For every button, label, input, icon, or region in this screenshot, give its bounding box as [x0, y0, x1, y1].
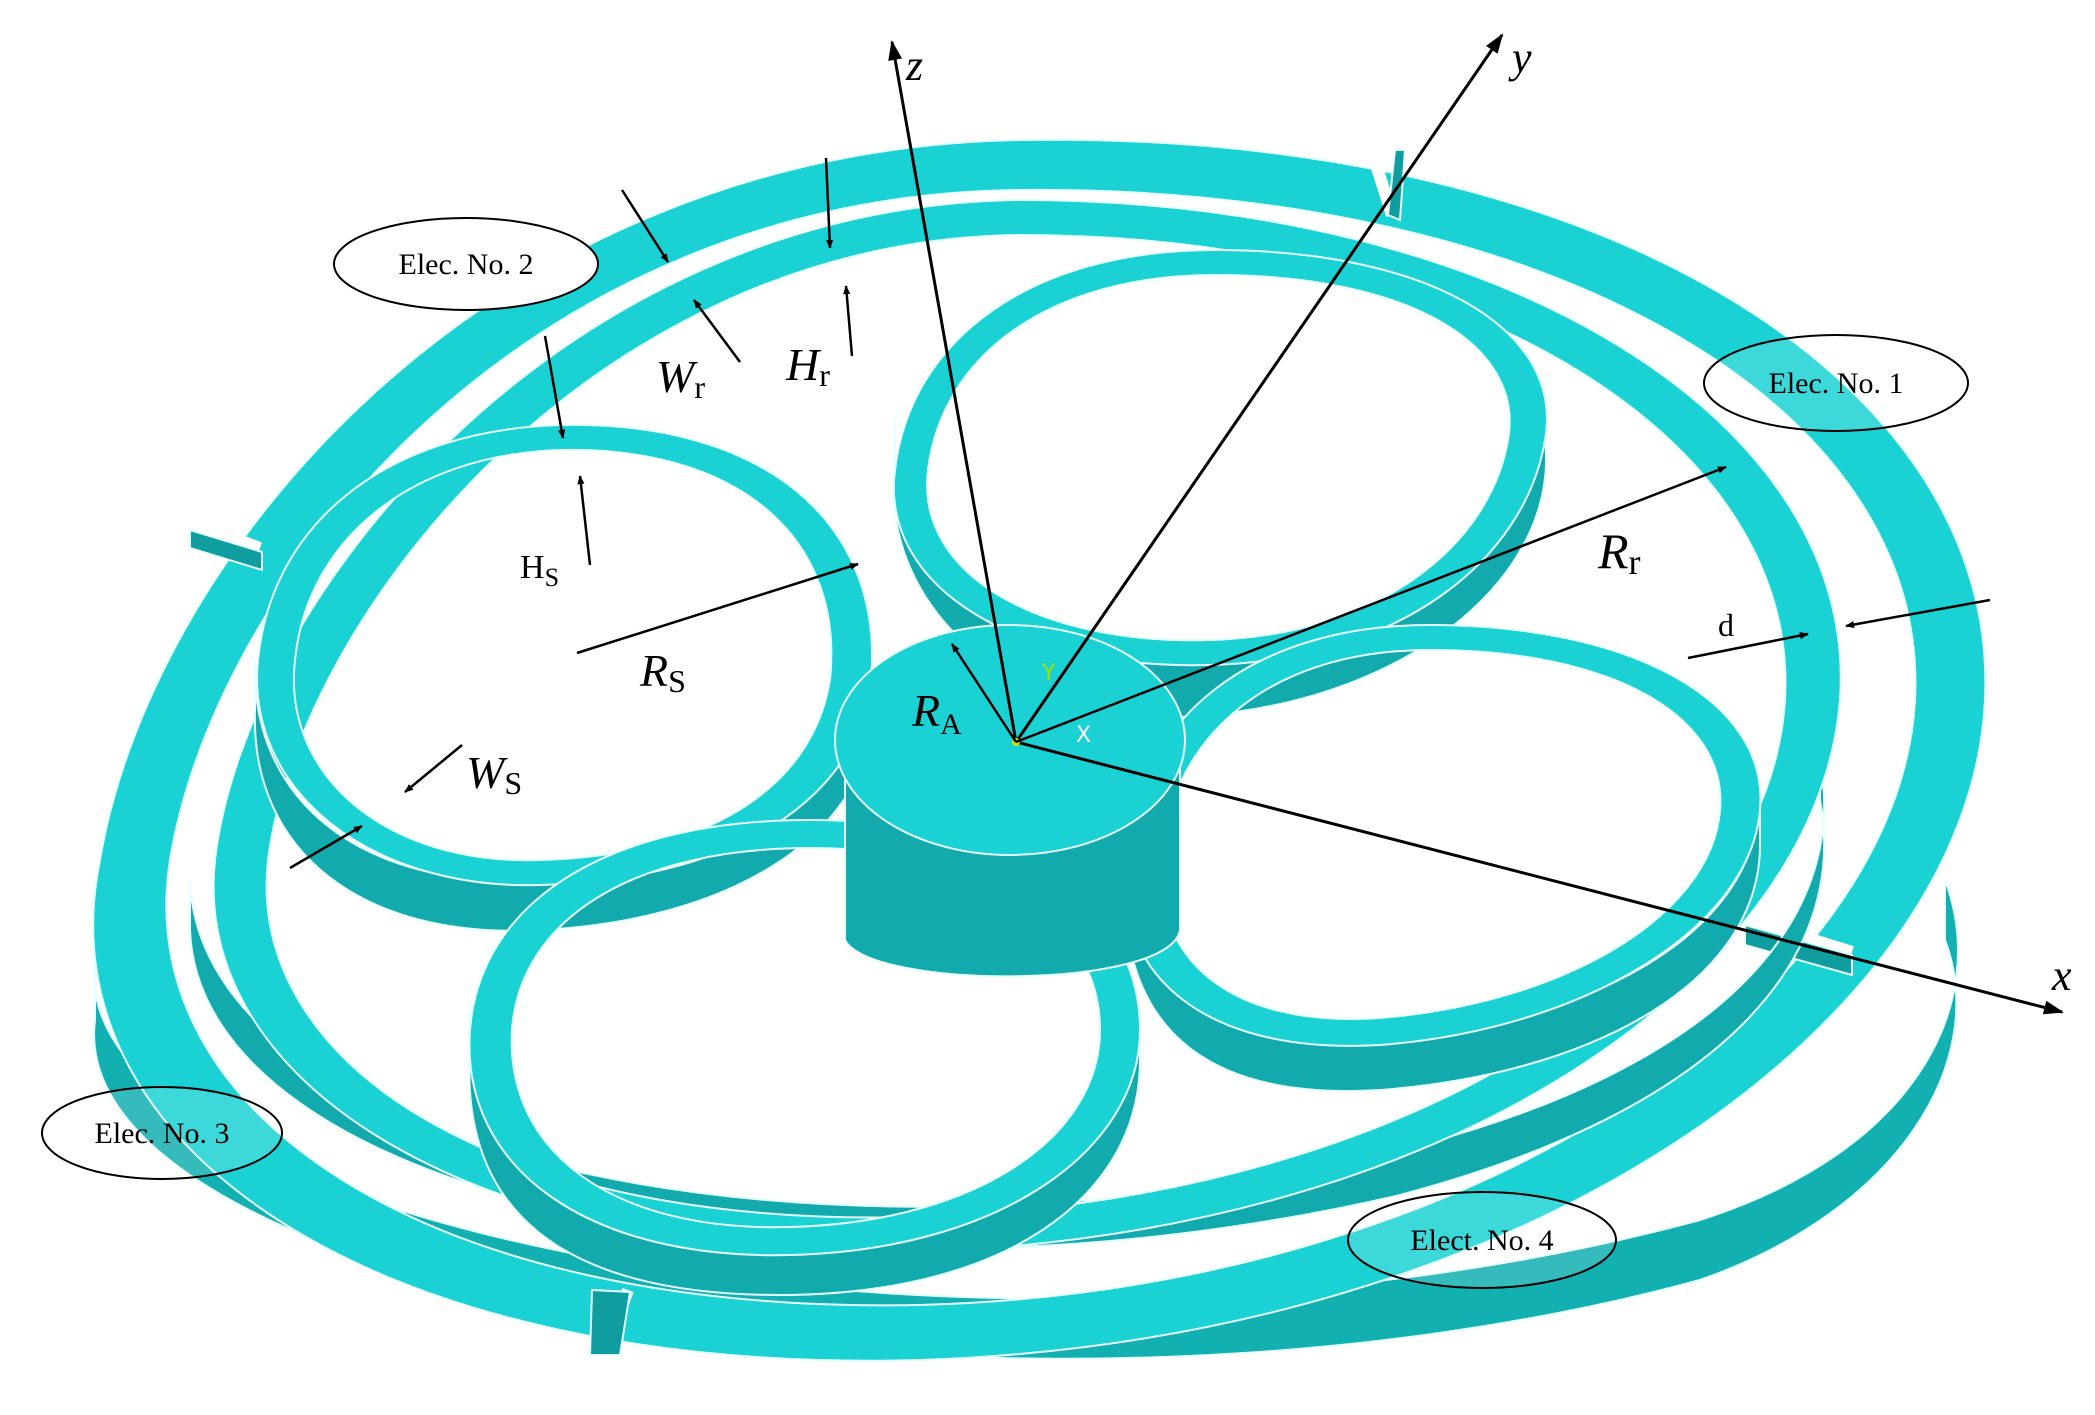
triad-y-label: Y	[1041, 661, 1056, 686]
x-axis-label: x	[2051, 951, 2072, 1000]
label-Rr: Rr	[1597, 523, 1641, 582]
triad-x-label: X	[1076, 723, 1091, 748]
callout-elec-1: Elec. No. 1	[1703, 334, 1969, 432]
dimension-arrows	[289, 157, 1991, 870]
label-Wr: Wr	[656, 351, 705, 405]
callout-elec-2: Elec. No. 2	[333, 217, 599, 311]
callout-elec-3-text: Elec. No. 3	[95, 1117, 230, 1150]
callout-elec-1-text: Elec. No. 1	[1769, 367, 1904, 400]
electrode-callouts: Elec. No. 1 Elec. No. 2 Elec. No. 3 Elec…	[41, 217, 1969, 1289]
z-axis-line	[888, 40, 1018, 743]
y-axis-label: y	[1508, 33, 1532, 82]
axes	[888, 33, 2064, 1015]
label-Ws: WS	[466, 747, 522, 801]
label-RA: RA	[911, 685, 962, 741]
z-axis-label: z	[905, 41, 923, 90]
dimension-labels: Wr Hr HS RS WS RA Rr d	[466, 339, 1734, 801]
spring-ring-right	[1122, 623, 1762, 1092]
callout-elec-4: Elect. No. 4	[1347, 1191, 1617, 1289]
callout-elec-2-text: Elec. No. 2	[399, 248, 534, 281]
label-Hr: Hr	[785, 339, 830, 393]
anchor-top	[834, 624, 1186, 856]
label-d: d	[1718, 607, 1734, 643]
spring-ring-left	[253, 423, 873, 932]
y-axis-line	[1014, 33, 1504, 743]
callout-elec-4-text: Elect. No. 4	[1410, 1224, 1553, 1257]
label-Rs: RS	[639, 645, 686, 699]
x-axis-line	[1015, 740, 2064, 1015]
label-Hs: HS	[520, 549, 559, 592]
triad: Y X	[1012, 661, 1091, 748]
central-anchor	[834, 624, 1186, 978]
callout-elec-3: Elec. No. 3	[41, 1086, 283, 1180]
